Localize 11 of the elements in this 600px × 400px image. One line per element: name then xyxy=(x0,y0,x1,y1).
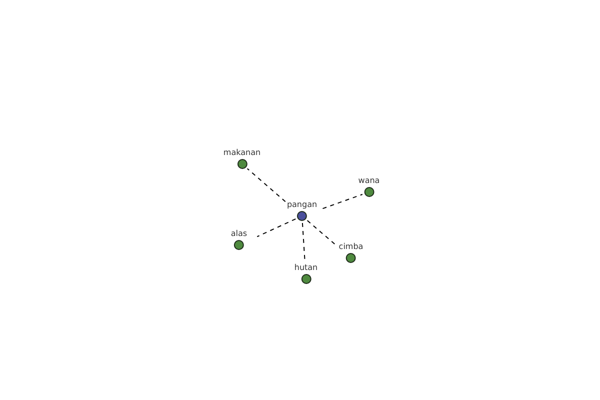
node-label: hutan xyxy=(294,262,318,274)
node-label: cimba xyxy=(338,241,364,253)
node-label: wana xyxy=(358,175,380,187)
dashed-connector xyxy=(302,222,306,260)
node-label: pangan xyxy=(286,199,318,211)
dashed-connector xyxy=(256,218,296,238)
dashed-connector xyxy=(306,220,336,246)
dashed-connector xyxy=(246,168,286,202)
node-label: makanan xyxy=(223,147,261,159)
dashed-connector xyxy=(322,194,363,210)
node-label: alas xyxy=(230,228,248,240)
